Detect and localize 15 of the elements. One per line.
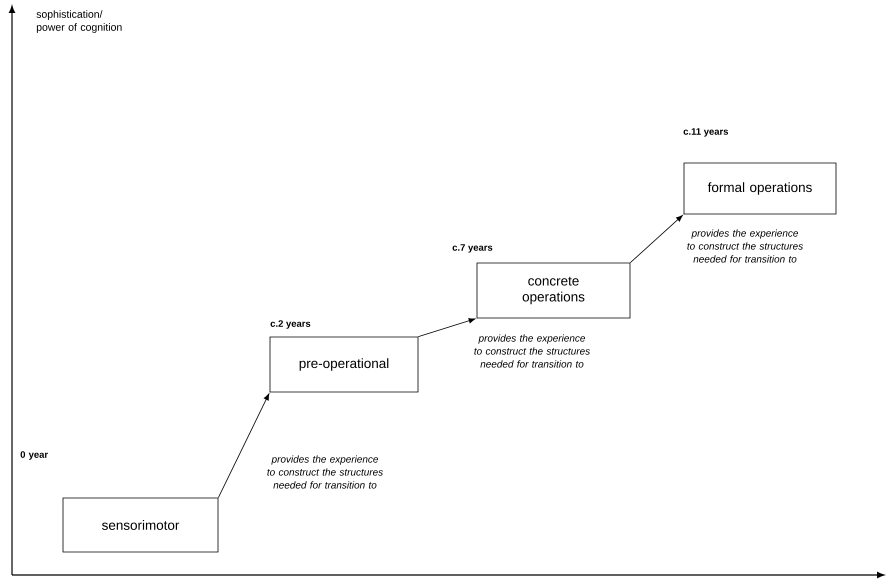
stage-box: concrete operations (476, 262, 630, 318)
stage-box: formal operations (684, 162, 836, 214)
age-label: 0 year (20, 451, 48, 460)
arrow (630, 215, 683, 263)
stage-box: pre-operational (270, 336, 418, 392)
age-label: c.11 years (684, 128, 728, 137)
axis-label: sophistication/ power of cognition (36, 10, 122, 33)
arrow (218, 393, 270, 498)
arrow (418, 318, 476, 337)
age-label: c.7 years (452, 244, 492, 253)
edge-label: provides the experience to construct the structures needed for transition to (474, 334, 590, 368)
edge-label: provides the experience to construct the structures needed for transition to (687, 229, 803, 263)
stage-box: sensorimotor (62, 498, 218, 552)
age-label: c.2 years (270, 320, 310, 329)
edge-label: provides the experience to construct the structures needed for transition to (267, 455, 383, 489)
